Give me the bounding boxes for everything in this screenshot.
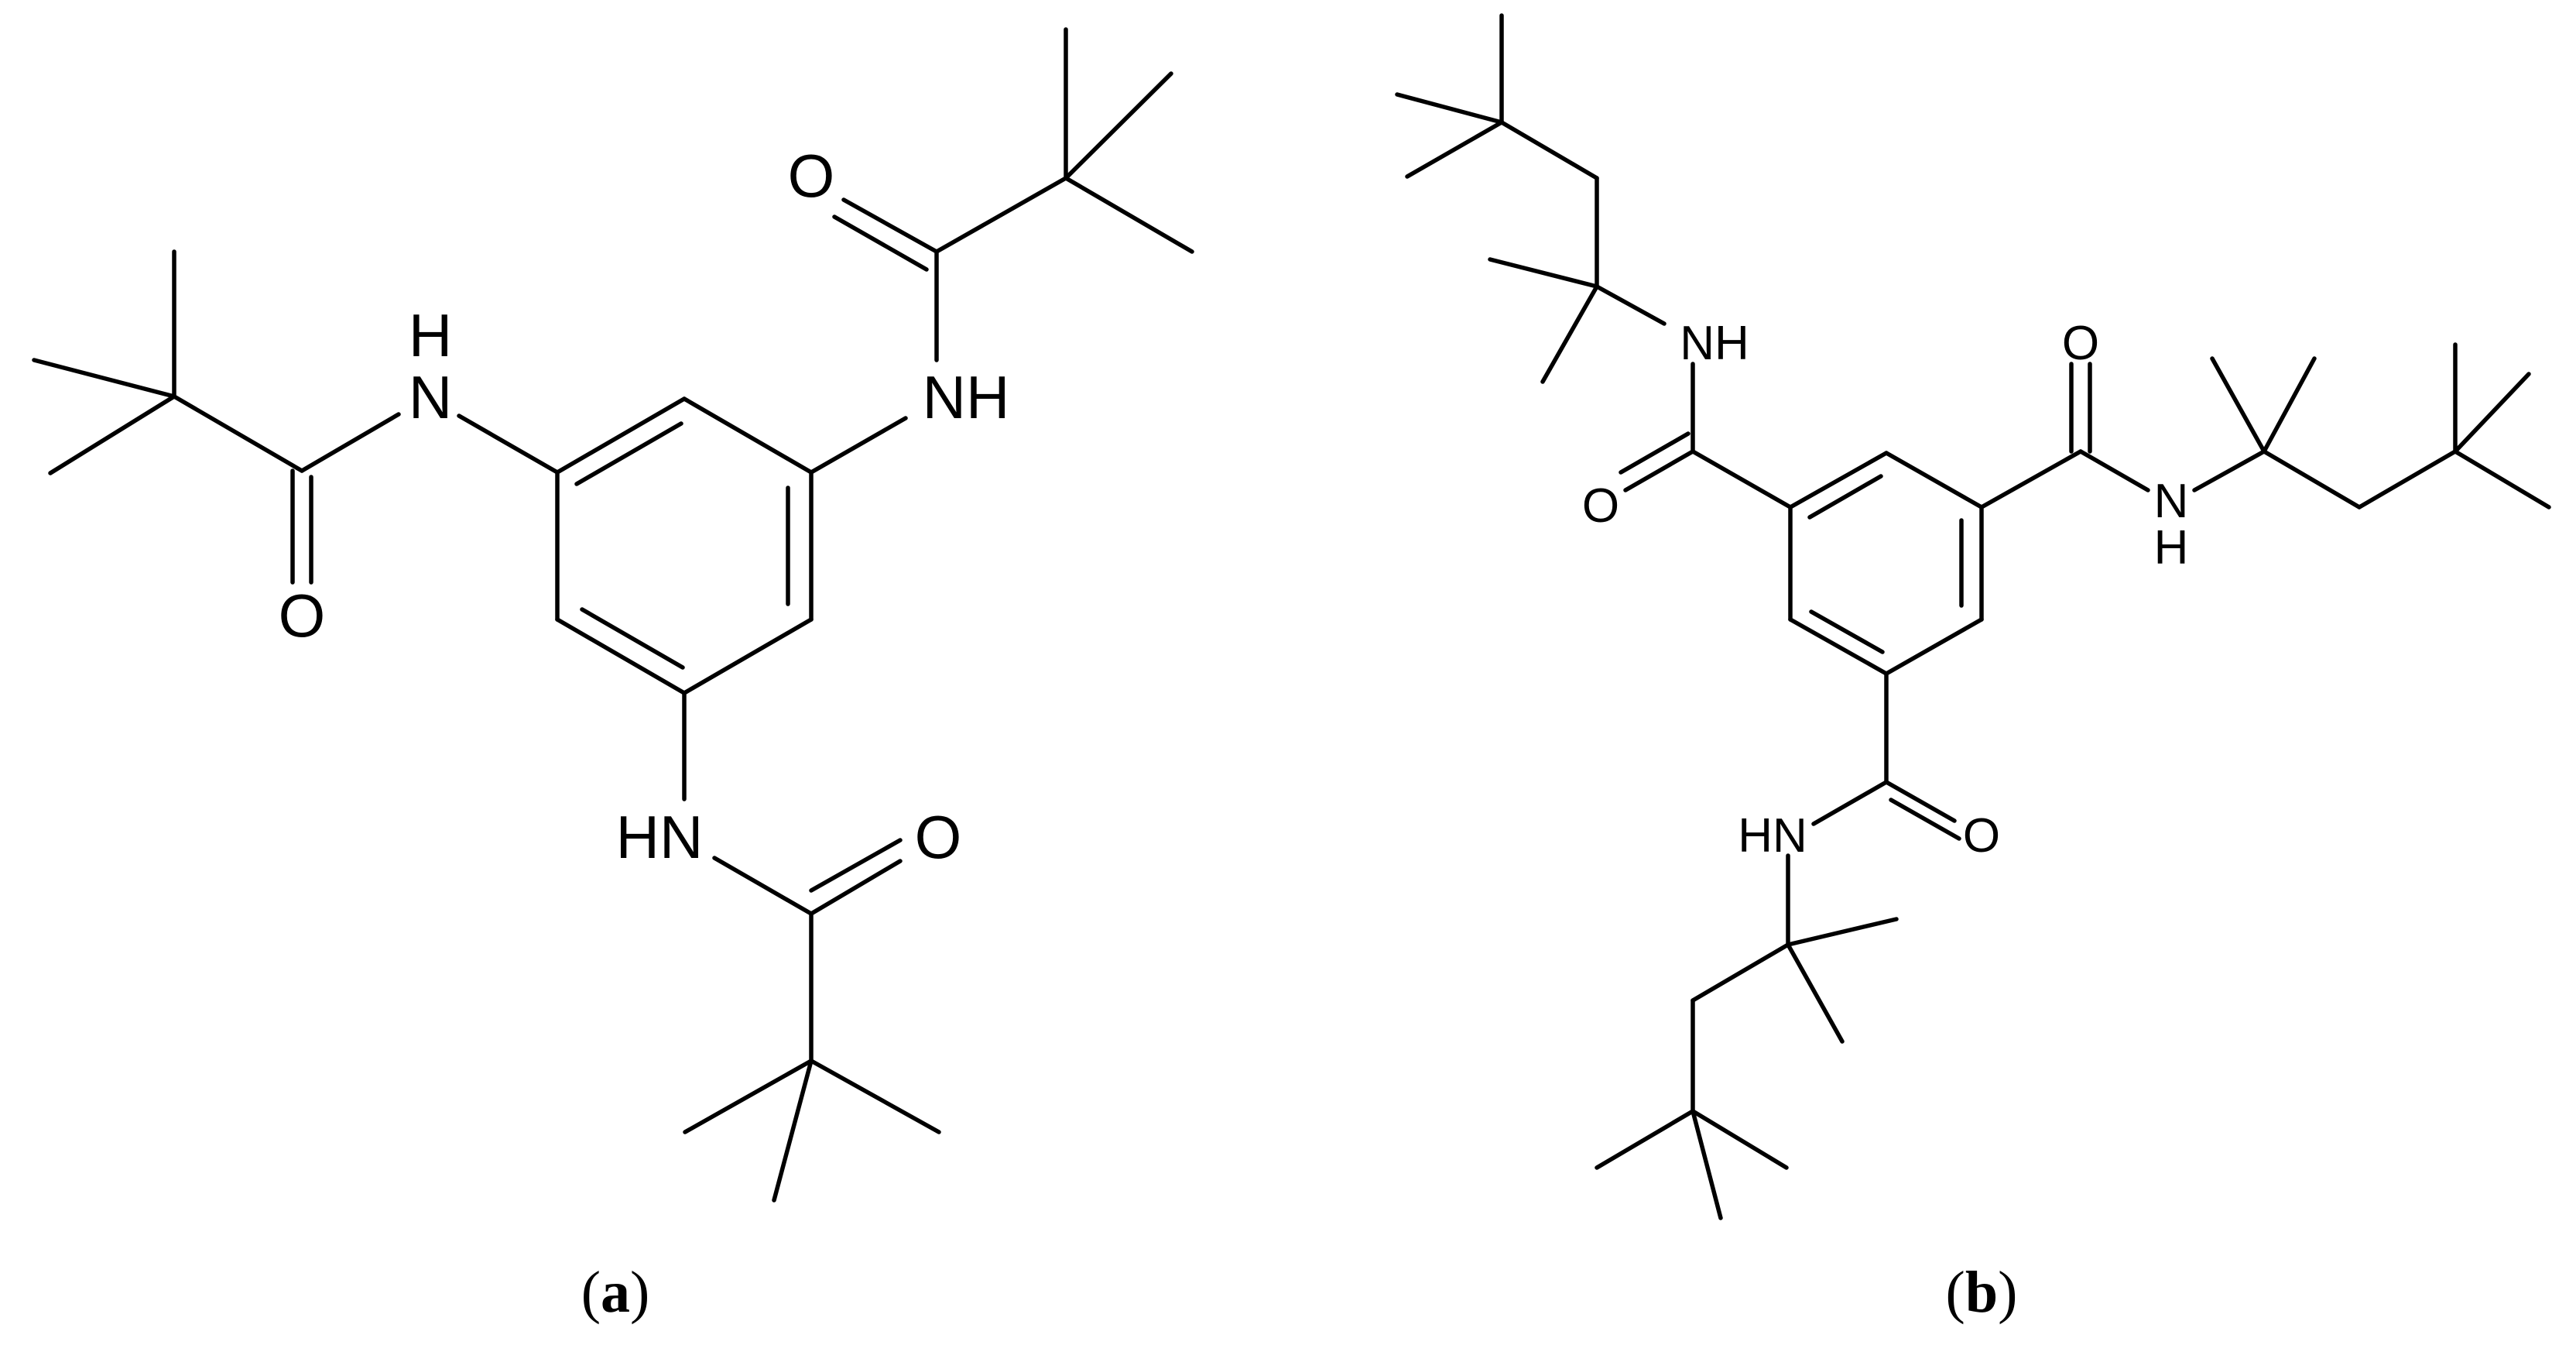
bond <box>1540 284 1599 384</box>
atom-label: O <box>2062 317 2099 370</box>
bond <box>300 412 401 473</box>
panel-a-atoms: H N O O NH HN O <box>279 142 1010 871</box>
bond <box>682 396 814 475</box>
bond <box>1499 120 1599 180</box>
bond <box>1064 71 1173 180</box>
bond <box>48 394 176 475</box>
bond <box>555 396 687 475</box>
atom-label: O <box>1963 809 2000 863</box>
bond <box>1786 942 1845 1044</box>
bond <box>2453 372 2531 454</box>
bond <box>32 358 176 399</box>
bond <box>712 856 814 916</box>
bond <box>1064 176 1194 254</box>
bond <box>809 416 908 475</box>
bond <box>841 197 939 254</box>
atom-label: O <box>1582 479 1619 533</box>
caption-close: ) <box>630 1260 649 1325</box>
bond <box>2078 449 2150 492</box>
atom-label: HN <box>616 803 704 871</box>
panel-a-bonds <box>32 27 1194 1203</box>
bond <box>2357 449 2458 510</box>
atom-label: HN <box>1738 809 1807 863</box>
bond <box>1884 780 1957 823</box>
bond <box>1619 431 1690 475</box>
panel-a-caption: (a) <box>581 1260 650 1325</box>
atom-label: N <box>409 363 452 431</box>
bond <box>1488 257 1599 289</box>
caption-close: ) <box>1998 1260 2017 1325</box>
caption-open: ( <box>1946 1260 1965 1325</box>
panel-a: H N O O NH HN O (a) <box>32 27 1194 1325</box>
atom-label: O <box>788 142 835 210</box>
bond <box>1690 449 1793 510</box>
bond <box>1786 917 1899 947</box>
bond <box>809 1059 941 1134</box>
bond <box>683 1059 814 1134</box>
bond <box>172 394 304 473</box>
caption-letter: b <box>1965 1260 1998 1325</box>
panel-b-bonds <box>1395 13 2551 1220</box>
bond <box>1405 120 1504 179</box>
atom-label: NH <box>923 363 1010 431</box>
bond <box>682 617 814 695</box>
bond <box>457 413 560 475</box>
bond <box>934 176 1068 254</box>
bond <box>1809 609 1885 654</box>
bond <box>2262 356 2317 454</box>
atom-label: O <box>915 803 962 871</box>
bond <box>832 214 929 272</box>
atom-label: N <box>2154 475 2189 528</box>
bond <box>555 617 687 695</box>
panel-b-atoms: NH O O N H HN O <box>1582 317 2189 863</box>
bond <box>1690 1109 1789 1170</box>
bond <box>2192 449 2266 492</box>
atom-label: H <box>409 301 452 369</box>
bond <box>580 607 685 670</box>
bond <box>809 859 903 916</box>
bond <box>574 421 683 486</box>
caption-open: ( <box>581 1260 601 1325</box>
caption-letter: a <box>601 1260 630 1325</box>
panel-b: NH O O N H HN O (b) <box>1395 13 2551 1325</box>
bond <box>1595 284 1667 326</box>
atom-label: NH <box>1680 317 1749 370</box>
atom-label: O <box>279 582 326 650</box>
bond <box>1811 780 1889 826</box>
bond <box>2453 449 2551 510</box>
bond <box>1807 474 1883 520</box>
atom-label: H <box>2154 521 2189 575</box>
bond <box>1884 617 1984 676</box>
bond <box>1395 92 1504 125</box>
panel-b-caption: (b) <box>1946 1260 2018 1325</box>
bond <box>809 838 903 893</box>
bond <box>1979 449 2083 510</box>
bond <box>1690 942 1790 1003</box>
bond <box>1788 617 1889 676</box>
bond <box>1889 798 1961 841</box>
bond <box>1595 1109 1695 1170</box>
bond <box>1623 449 1695 492</box>
bond <box>2210 356 2266 454</box>
bond <box>1690 1109 1723 1220</box>
bond <box>1788 451 1889 510</box>
bond <box>1884 451 1984 510</box>
bond <box>772 1059 814 1203</box>
bond <box>2262 449 2362 510</box>
